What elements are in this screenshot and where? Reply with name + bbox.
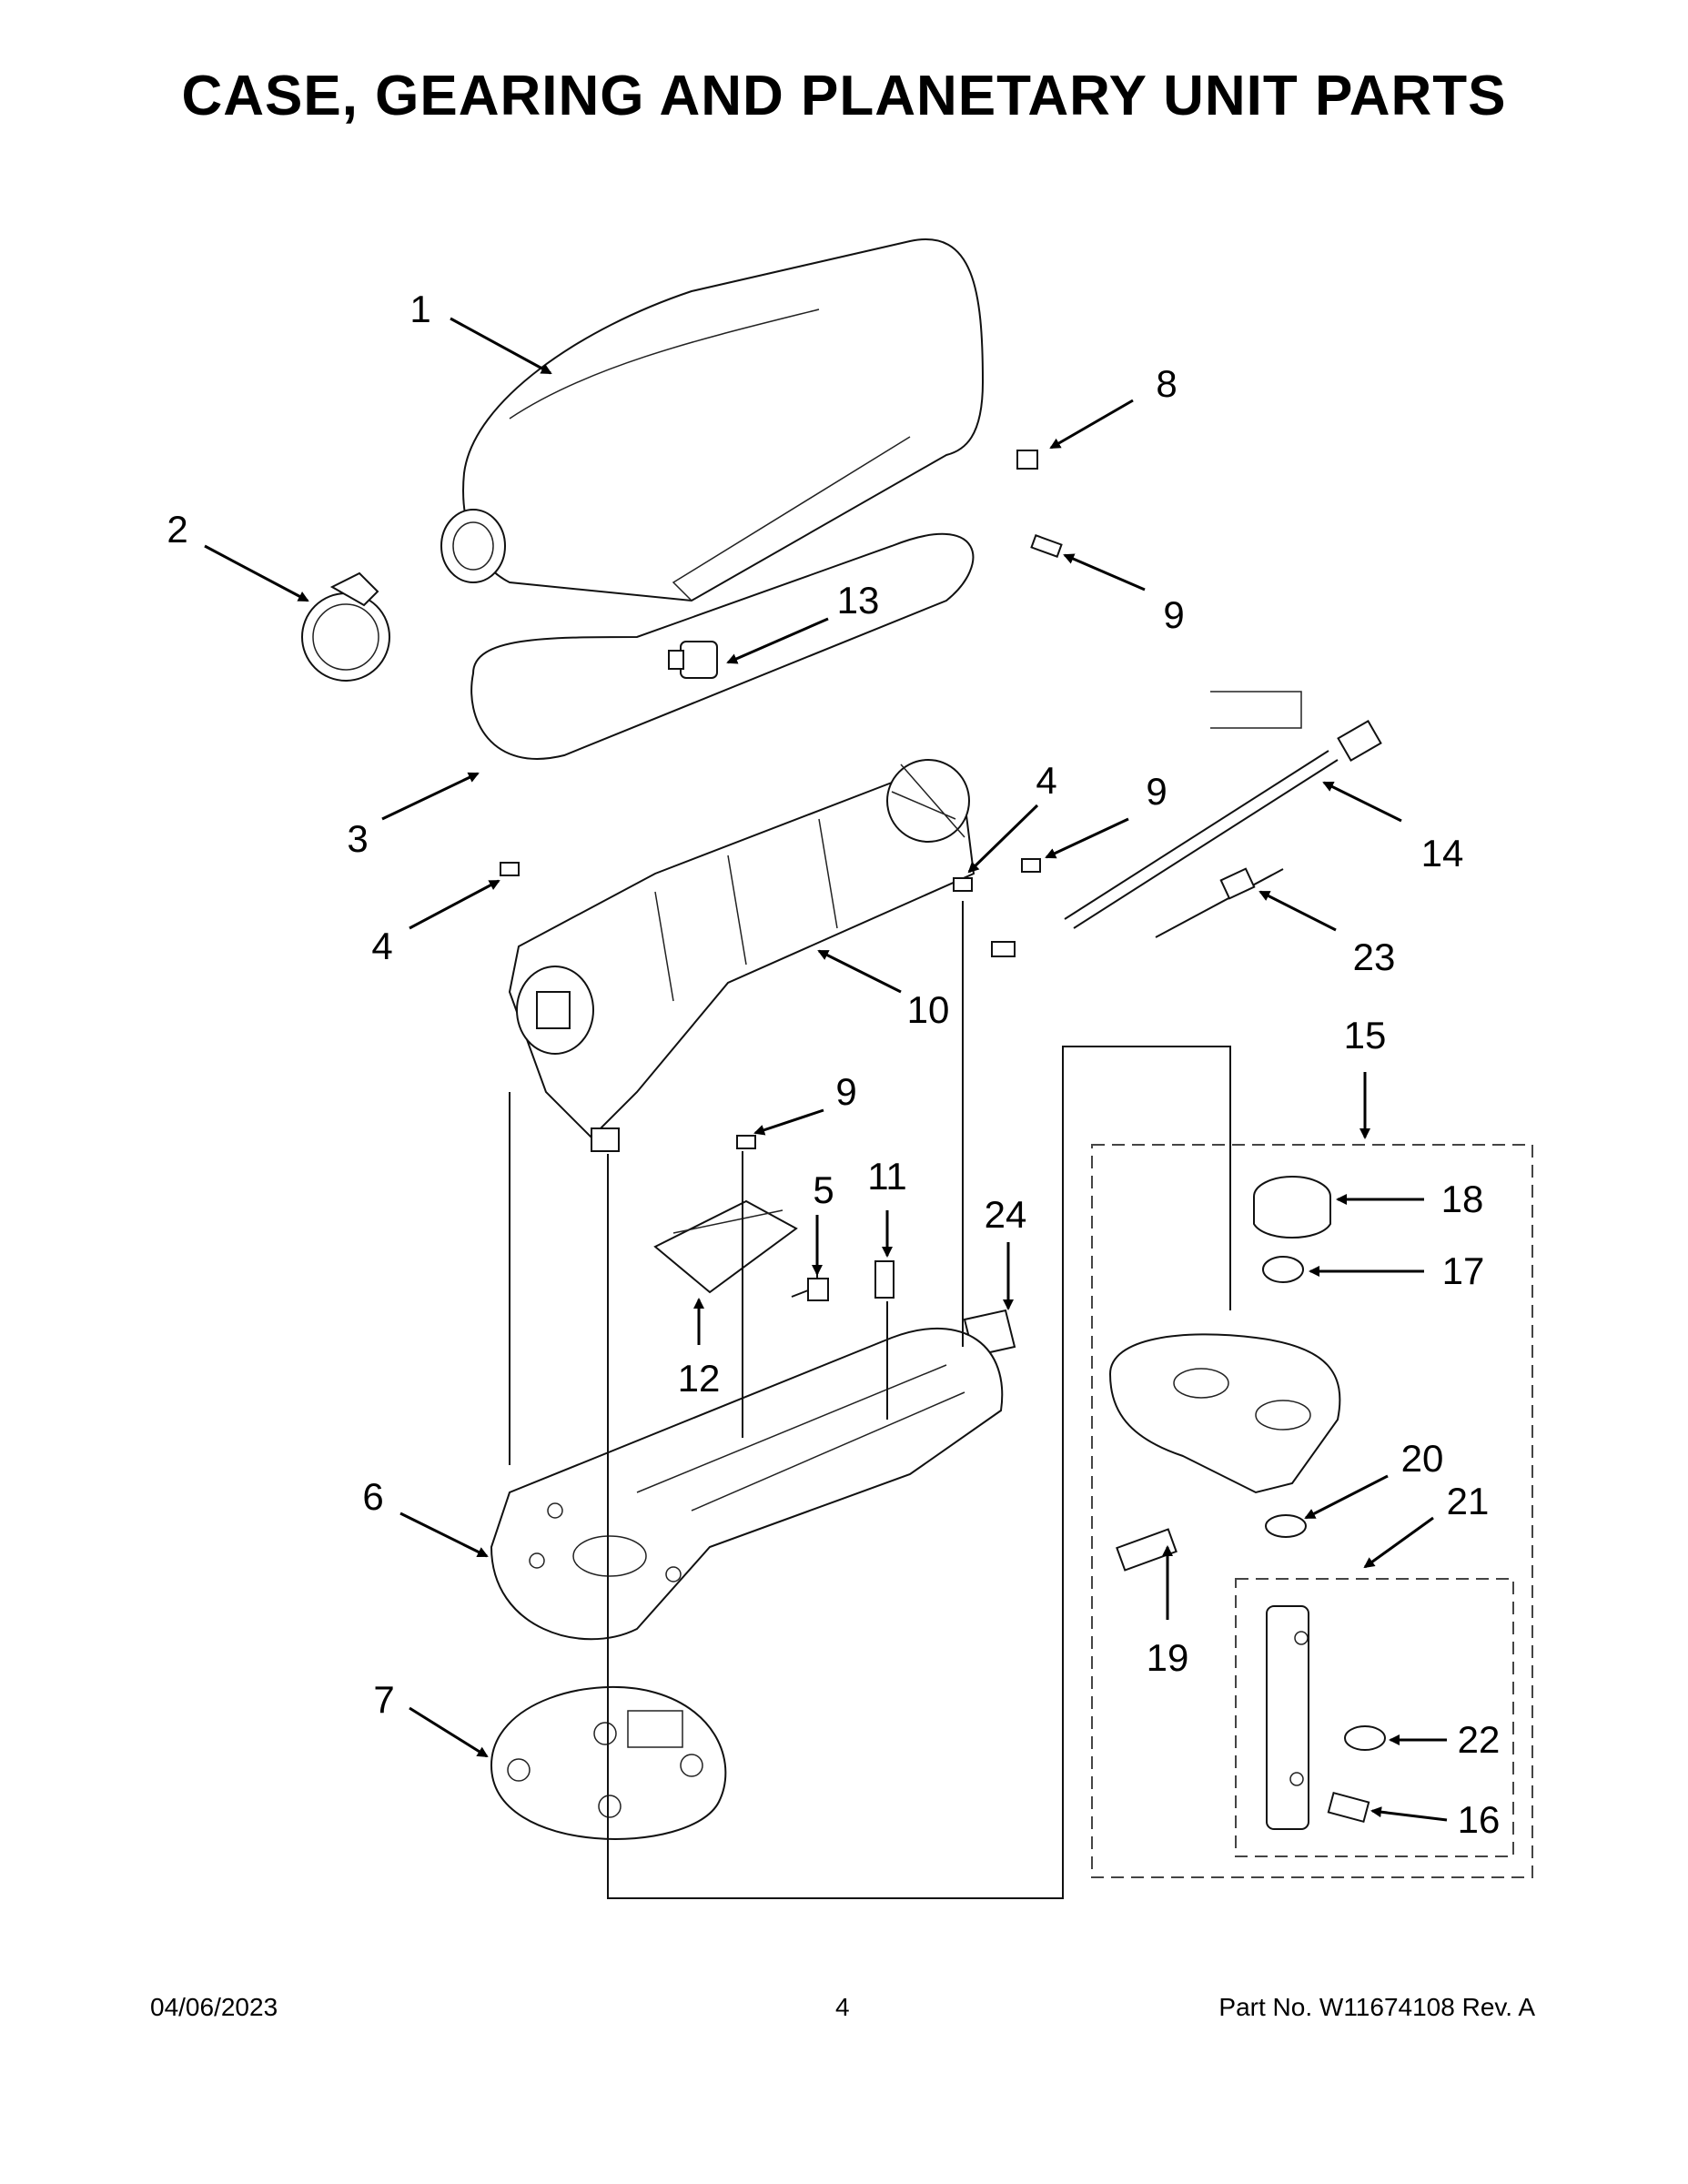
callout-3: 3	[347, 817, 369, 860]
page-title: CASE, GEARING AND PLANETARY UNIT PARTS	[181, 65, 1507, 127]
screw-part	[874, 1260, 895, 1299]
planetary-housing-part	[1108, 1333, 1341, 1494]
callout-19: 19	[1146, 1636, 1189, 1679]
callout-14: 14	[1420, 832, 1464, 875]
callout-20: 20	[1400, 1437, 1444, 1480]
washer-part	[1265, 1514, 1307, 1538]
callout-18: 18	[1440, 1178, 1484, 1220]
callout-7: 7	[373, 1678, 395, 1721]
retaining-ring-part	[1344, 1725, 1386, 1751]
knob-part	[668, 641, 718, 679]
power-cord-part	[991, 691, 1382, 957]
beater-shaft-box	[1235, 1578, 1514, 1857]
bushing-part	[1262, 1256, 1304, 1283]
wire-harness-part	[1155, 867, 1284, 938]
callout-23: 23	[1352, 935, 1396, 978]
hub-cover-part	[301, 571, 390, 682]
screw-part	[1030, 534, 1063, 558]
screw-part	[500, 862, 520, 876]
screw-part	[1016, 450, 1038, 470]
callout-9: 9	[1163, 593, 1185, 636]
callout-15: 15	[1343, 1014, 1387, 1057]
callout-1: 1	[409, 288, 431, 330]
cross-pin-part	[1327, 1791, 1370, 1824]
switch-part	[791, 1265, 829, 1301]
callout-4: 4	[1036, 759, 1057, 802]
page-number: 4	[835, 1993, 850, 2021]
callout-22: 22	[1457, 1718, 1501, 1761]
screw-part	[736, 1135, 756, 1149]
gear-case-part	[490, 1328, 1004, 1641]
callout-11: 11	[867, 1155, 907, 1198]
callout-8: 8	[1156, 362, 1178, 405]
trim-band-part	[470, 532, 975, 760]
screw-part	[953, 877, 973, 892]
pinion-gear-part	[1253, 1176, 1331, 1239]
motor-housing-part	[440, 238, 985, 602]
footer-date: 04/06/2023	[150, 1993, 278, 2021]
callout-16: 16	[1457, 1798, 1501, 1841]
callout-17: 17	[1441, 1249, 1485, 1292]
callout-6: 6	[362, 1475, 384, 1518]
callout-5: 5	[813, 1168, 834, 1211]
pin-part	[1116, 1528, 1178, 1572]
screw-part	[1021, 858, 1041, 873]
callout-12: 12	[677, 1357, 721, 1400]
control-board-part	[653, 1199, 798, 1294]
planetary-assembly-box	[1091, 1144, 1533, 1878]
callout-9: 9	[1146, 770, 1167, 813]
part-number: Part No. W11674108 Rev. A	[1218, 1993, 1535, 2021]
callout-2: 2	[167, 508, 188, 551]
callout-24: 24	[984, 1193, 1027, 1236]
callout-13: 13	[836, 579, 880, 622]
callout-arrows	[204, 317, 1448, 1822]
callout-21: 21	[1446, 1480, 1490, 1522]
callout-10: 10	[906, 988, 950, 1031]
beater-shaft-part	[1266, 1605, 1309, 1830]
callout-4: 4	[371, 925, 393, 967]
motor-part	[508, 759, 975, 1152]
assembly-link-line	[607, 1046, 1231, 1899]
callout-9: 9	[835, 1070, 857, 1113]
